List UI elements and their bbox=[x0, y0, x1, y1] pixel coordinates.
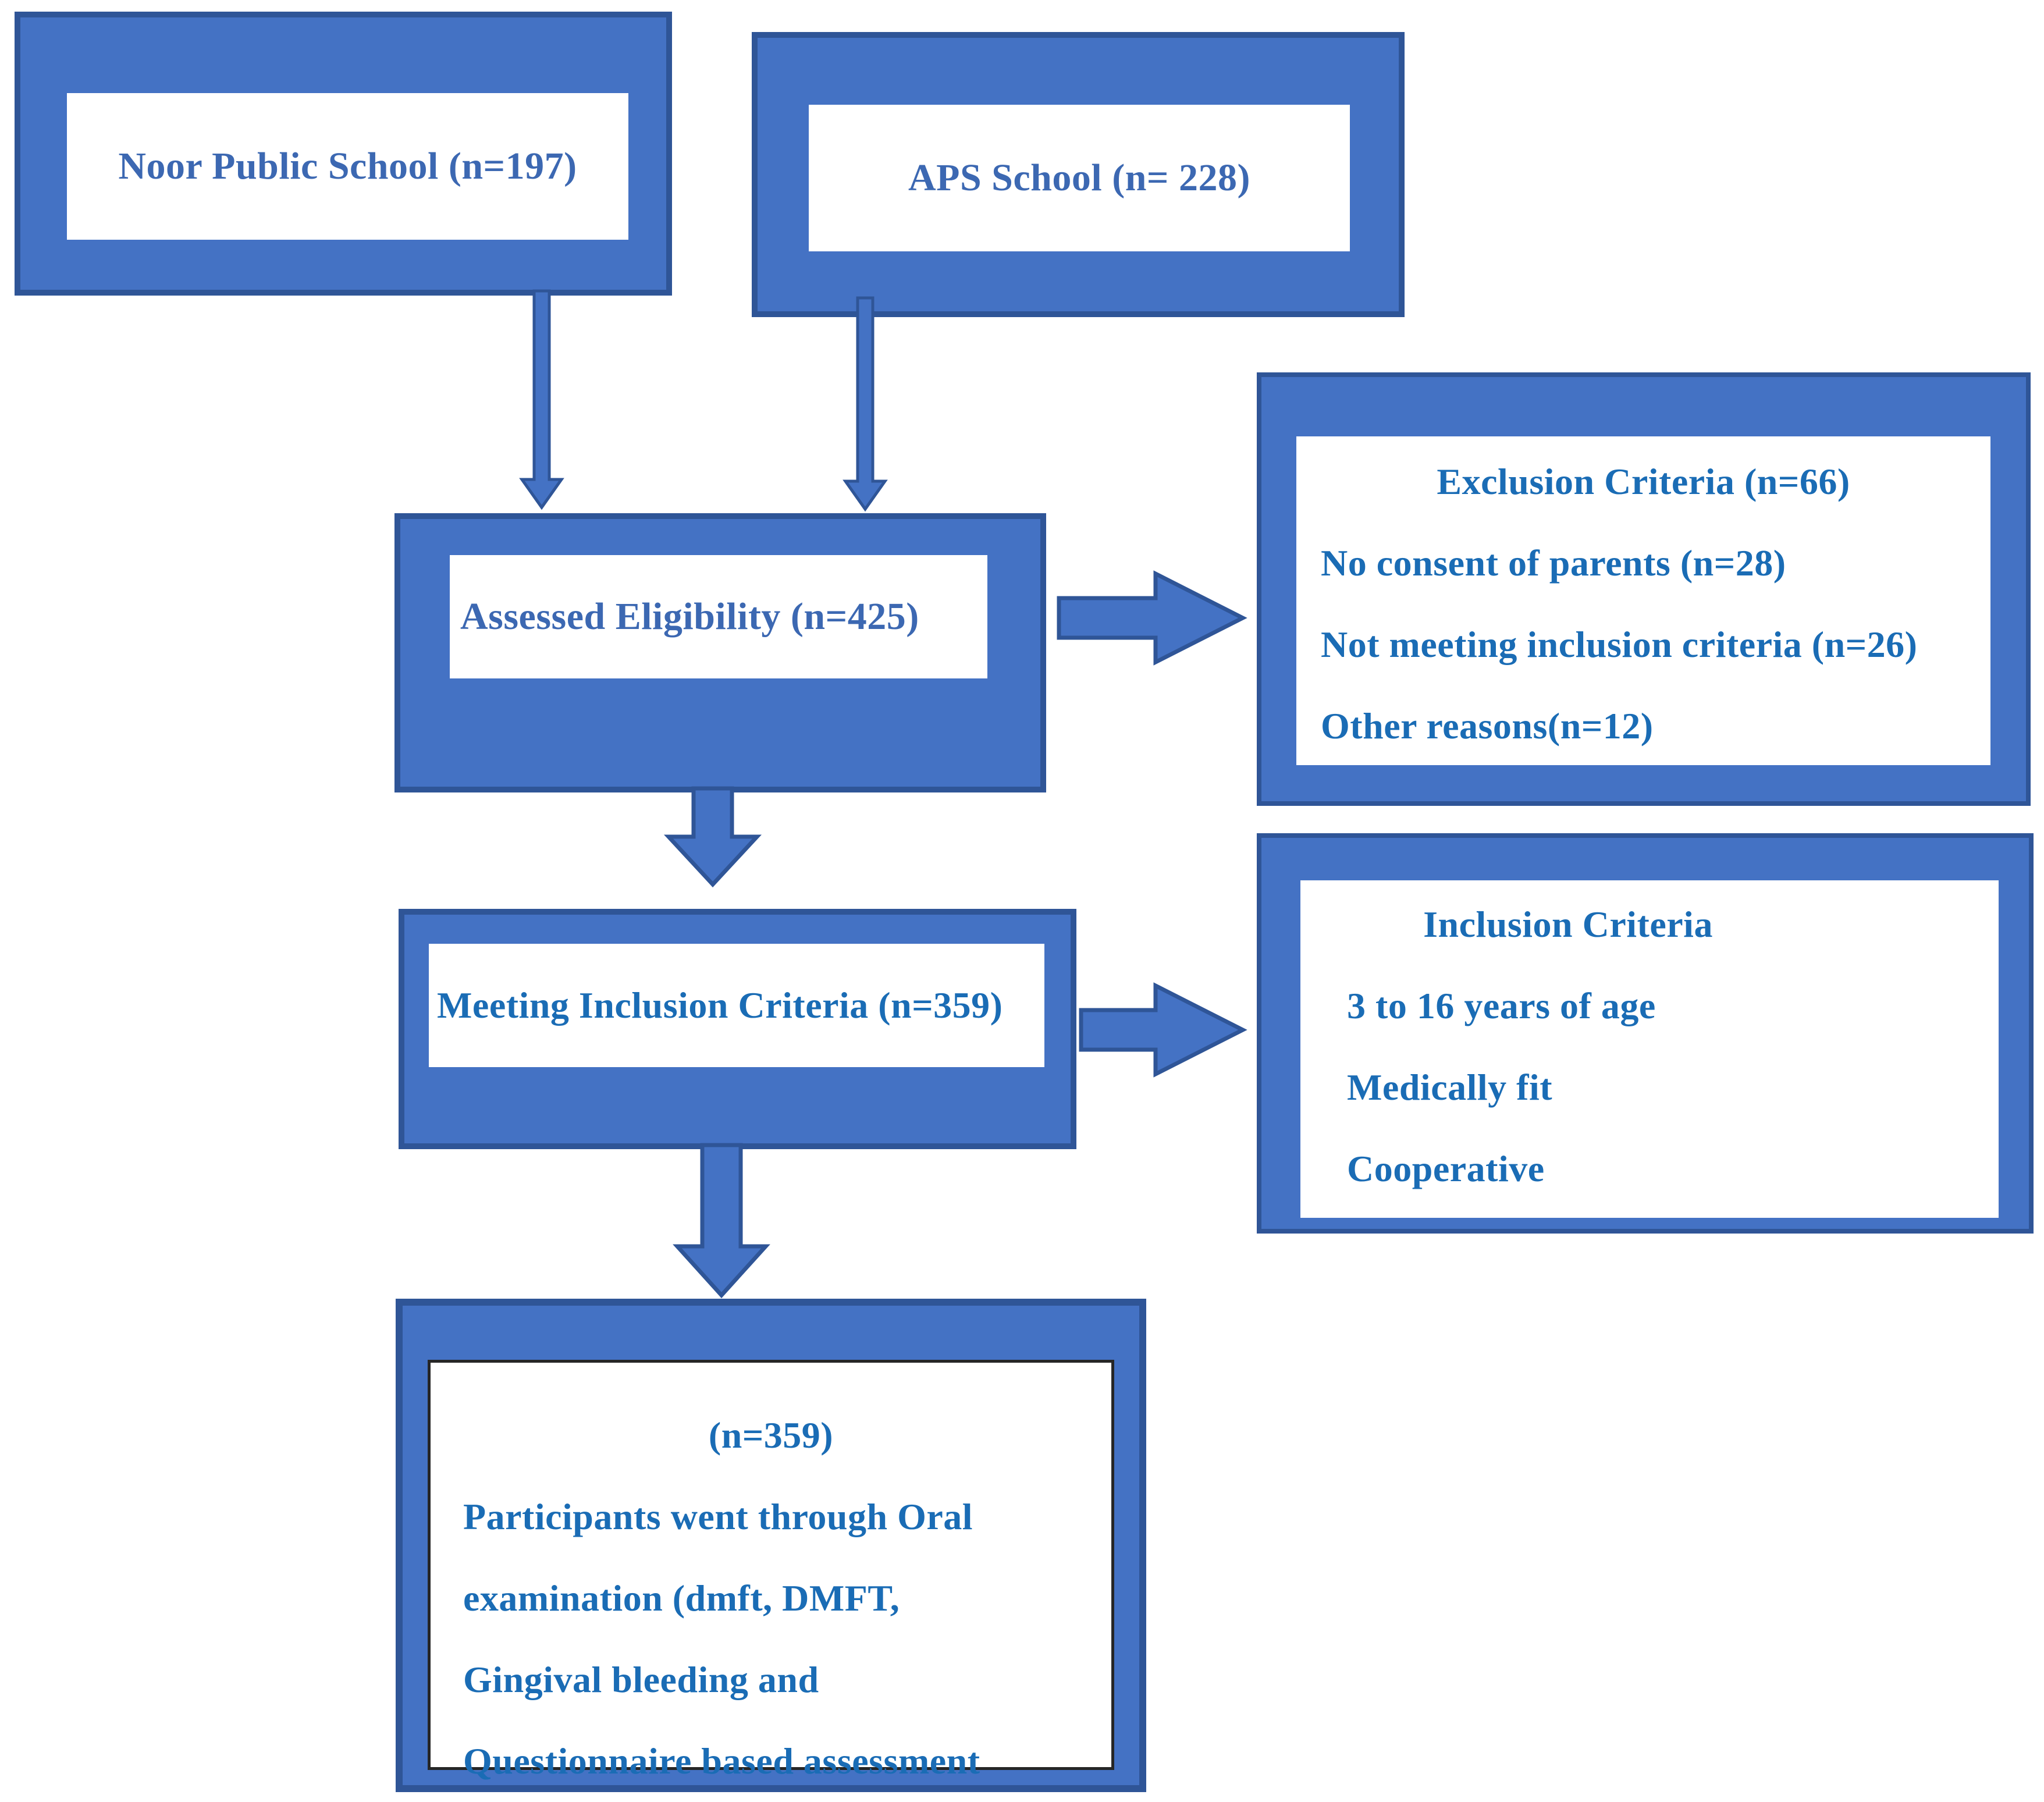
exclusion-criteria-title: Exclusion Criteria (n=66) bbox=[1437, 461, 1850, 502]
aps-school-label-panel: APS School (n= 228) bbox=[809, 105, 1350, 251]
final-count-title: (n=359) bbox=[708, 1414, 834, 1456]
meeting-inclusion-label: Meeting Inclusion Criteria (n=359) bbox=[437, 984, 1003, 1026]
noor-school-label-panel: Noor Public School (n=197) bbox=[67, 93, 628, 240]
inclusion-item: 3 to 16 years of age bbox=[1347, 985, 1656, 1026]
inclusion-item: Medically fit bbox=[1347, 1067, 1553, 1108]
inclusion-criteria-title: Inclusion Criteria bbox=[1423, 904, 1713, 945]
exclusion-item: Not meeting inclusion criteria (n=26) bbox=[1321, 624, 1918, 665]
oral-examination-panel: (n=359) Participants went through Oral e… bbox=[428, 1360, 1114, 1782]
aps-school-label: APS School (n= 228) bbox=[908, 157, 1250, 199]
box-oral-examination: (n=359) Participants went through Oral e… bbox=[396, 1299, 1146, 1792]
box-noor-public-school: Noor Public School (n=197) bbox=[15, 12, 672, 296]
arrow-meeting-to-final bbox=[673, 1143, 770, 1299]
assessed-label-panel: Assessed Eligibility (n=425) bbox=[450, 555, 987, 678]
exclusion-criteria-panel: Exclusion Criteria (n=66) No consent of … bbox=[1296, 436, 1990, 765]
box-aps-school: APS School (n= 228) bbox=[752, 32, 1405, 317]
meeting-label-panel: Meeting Inclusion Criteria (n=359) bbox=[429, 944, 1044, 1067]
box-assessed-eligibility: Assessed Eligibility (n=425) bbox=[394, 513, 1046, 792]
final-text-line: examination (dmft, DMFT, bbox=[463, 1577, 900, 1619]
arrow-assessed-to-meeting bbox=[663, 786, 762, 888]
arrow-noor-to-assessed bbox=[519, 289, 564, 510]
final-text-line: Participants went through Oral bbox=[463, 1496, 973, 1537]
final-text-line: Questionnaire based assessment bbox=[463, 1740, 980, 1782]
exclusion-item: No consent of parents (n=28) bbox=[1321, 542, 1786, 584]
box-meeting-inclusion-criteria: Meeting Inclusion Criteria (n=359) bbox=[399, 909, 1076, 1149]
arrow-meeting-to-inclusion bbox=[1079, 982, 1247, 1078]
box-exclusion-criteria: Exclusion Criteria (n=66) No consent of … bbox=[1257, 372, 2031, 806]
final-text-line: Gingival bleeding and bbox=[463, 1659, 819, 1700]
inclusion-item: Cooperative bbox=[1347, 1148, 1545, 1189]
assessed-eligibility-label: Assessed Eligibility (n=425) bbox=[460, 595, 919, 638]
exclusion-item: Other reasons(n=12) bbox=[1321, 705, 1654, 747]
arrow-assessed-to-exclusion bbox=[1057, 570, 1247, 666]
arrow-aps-to-assessed bbox=[843, 296, 888, 512]
box-inclusion-criteria: Inclusion Criteria 3 to 16 years of age … bbox=[1257, 833, 2034, 1234]
inclusion-criteria-panel: Inclusion Criteria 3 to 16 years of age … bbox=[1300, 880, 1999, 1218]
noor-school-label: Noor Public School (n=197) bbox=[118, 145, 577, 187]
